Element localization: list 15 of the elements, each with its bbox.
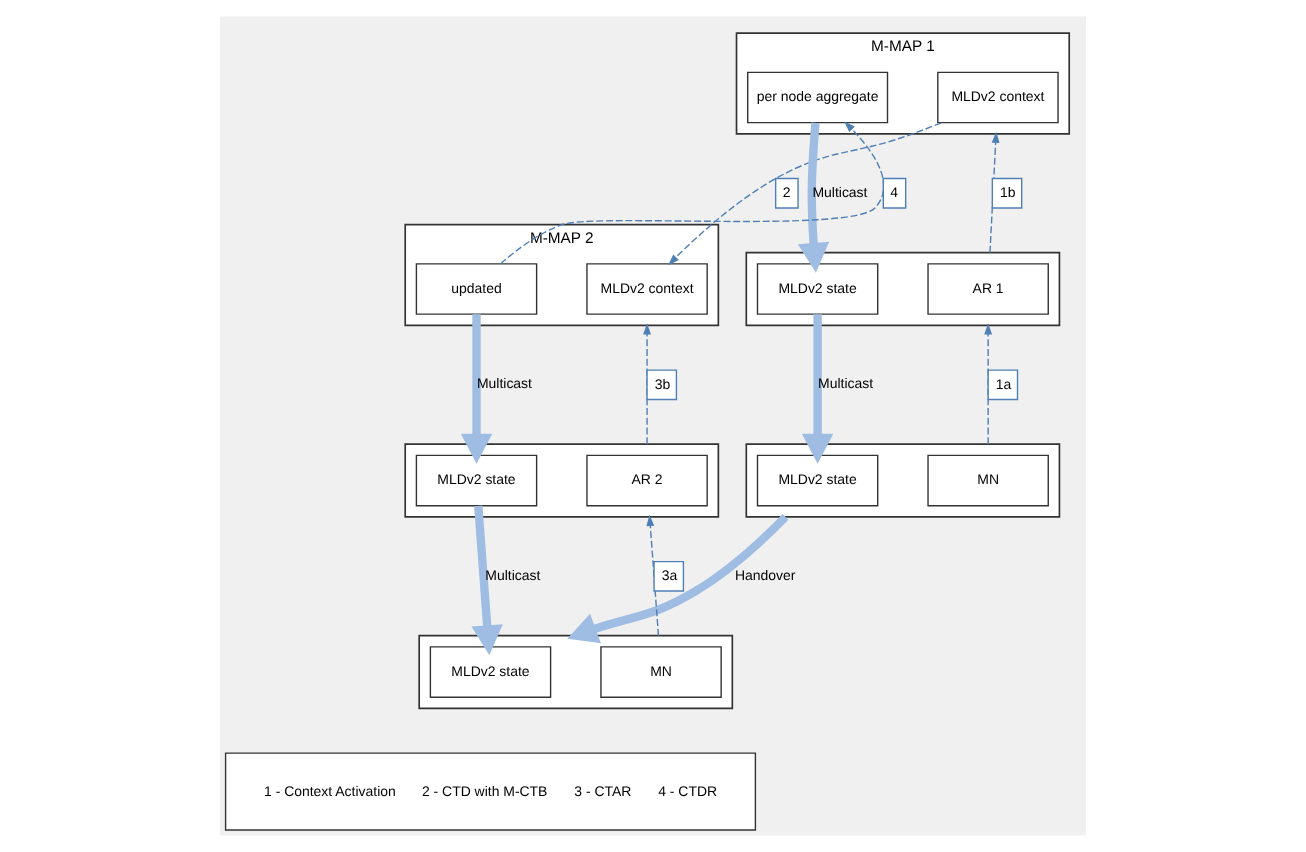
cluster: [418, 634, 734, 710]
arrow: [500, 121, 885, 265]
arrow: [984, 323, 993, 445]
arrow: [801, 314, 834, 464]
cluster: [745, 443, 1061, 518]
arrow: [567, 513, 789, 644]
cluster: [404, 443, 720, 518]
arrow: [471, 505, 503, 656]
arrow: [989, 131, 1000, 254]
arrow: [460, 314, 493, 464]
cluster: [745, 251, 1061, 327]
arrow: [643, 323, 651, 445]
arrow: [668, 122, 942, 266]
arrow: [797, 122, 830, 273]
arrow: [646, 514, 660, 637]
